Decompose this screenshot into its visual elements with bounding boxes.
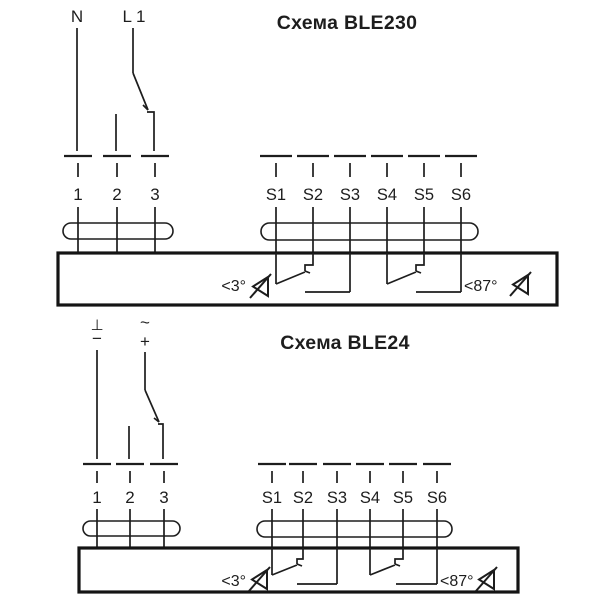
- aux-contact-s2: [296, 548, 304, 564]
- terminal-label-s5: S5: [393, 489, 413, 507]
- aux-contact-s5: [394, 548, 404, 564]
- actuator-housing: [56, 251, 559, 307]
- cable-bundle: [62, 222, 174, 240]
- terminal-label-s2: S2: [303, 186, 323, 204]
- diagram-title: Схема BLE24: [280, 332, 409, 354]
- aux-contact-barb: [394, 563, 401, 567]
- aux-contact-s2: [304, 253, 314, 271]
- diagram-ble24: Схема BLE24 ⊥ − ~ + 1 2 3: [77, 313, 520, 594]
- terminal-label-s1: S1: [266, 186, 286, 204]
- terminal-label-s3: S3: [327, 489, 347, 507]
- switch-blade-barb: [153, 417, 160, 423]
- power-terminal-block: 1 2 3: [82, 462, 181, 548]
- terminal-label-s6: S6: [427, 489, 447, 507]
- damper-angle-icon: [248, 566, 271, 592]
- minus-symbol: −: [92, 329, 102, 348]
- signal-terminal-block: S1 S2 S3 S4 S5 S6: [256, 462, 453, 548]
- switch-blade-barb: [142, 104, 149, 111]
- neutral-label: N: [71, 7, 83, 26]
- terminal-label-s6: S6: [451, 186, 471, 204]
- switch-contact-3: [147, 111, 155, 151]
- terminal-label-2: 2: [112, 185, 121, 204]
- terminal-label-s4: S4: [377, 186, 397, 204]
- terminal-label-s2: S2: [293, 489, 313, 507]
- cable-bundle: [82, 520, 181, 537]
- aux-blade: [369, 564, 396, 576]
- diagram-ble230: Схема BLE230 N L 1 1 2 3: [56, 7, 559, 307]
- switch-contact-3: [158, 423, 164, 459]
- angle-open-label: <87°: [464, 278, 498, 295]
- aux-contact-barb: [304, 270, 311, 274]
- aux-switch-2: [369, 548, 438, 585]
- angle-closed-label: <3°: [221, 573, 246, 590]
- terminal-label-s1: S1: [262, 489, 282, 507]
- terminal-label-1: 1: [73, 185, 82, 204]
- signal-terminal-block: S1 S2 S3 S4 S5 S6: [260, 154, 479, 253]
- line-label: L 1: [122, 7, 145, 26]
- damper-angle-icon: [249, 273, 272, 299]
- power-terminal-block: 1 2 3: [62, 154, 174, 253]
- aux-blade: [386, 271, 417, 285]
- cable-bundle: [260, 222, 479, 241]
- plus-symbol: +: [140, 332, 150, 351]
- diagram-title: Схема BLE230: [277, 12, 418, 34]
- aux-contact-barb: [415, 270, 422, 274]
- terminal-label-2: 2: [125, 488, 134, 507]
- cable-bundle: [256, 520, 453, 538]
- switch-blade: [144, 389, 160, 423]
- ground-symbol: ⊥: [90, 317, 103, 334]
- ac-symbol: ~: [140, 313, 150, 332]
- terminal-label-s5: S5: [414, 186, 434, 204]
- terminal-label-s3: S3: [340, 186, 360, 204]
- terminal-label-1: 1: [92, 488, 101, 507]
- supply-wiring: N L 1: [71, 7, 155, 151]
- aux-blade: [275, 271, 306, 285]
- damper-angle-icon: [475, 566, 498, 592]
- aux-contact-s5: [415, 253, 425, 271]
- terminal-label-3: 3: [159, 488, 168, 507]
- angle-open-label: <87°: [440, 573, 474, 590]
- aux-contact-barb: [296, 563, 303, 567]
- aux-switch-1: [271, 548, 338, 585]
- terminal-label-3: 3: [150, 185, 159, 204]
- aux-switch-1: [275, 253, 351, 293]
- damper-angle-icon: [509, 271, 532, 297]
- terminal-label-s4: S4: [360, 489, 380, 507]
- aux-blade: [271, 564, 298, 576]
- aux-switch-2: [386, 253, 462, 293]
- actuator-housing: [77, 546, 520, 594]
- supply-wiring: ⊥ − ~ +: [90, 313, 164, 459]
- angle-closed-label: <3°: [221, 278, 246, 295]
- switch-blade: [132, 72, 149, 111]
